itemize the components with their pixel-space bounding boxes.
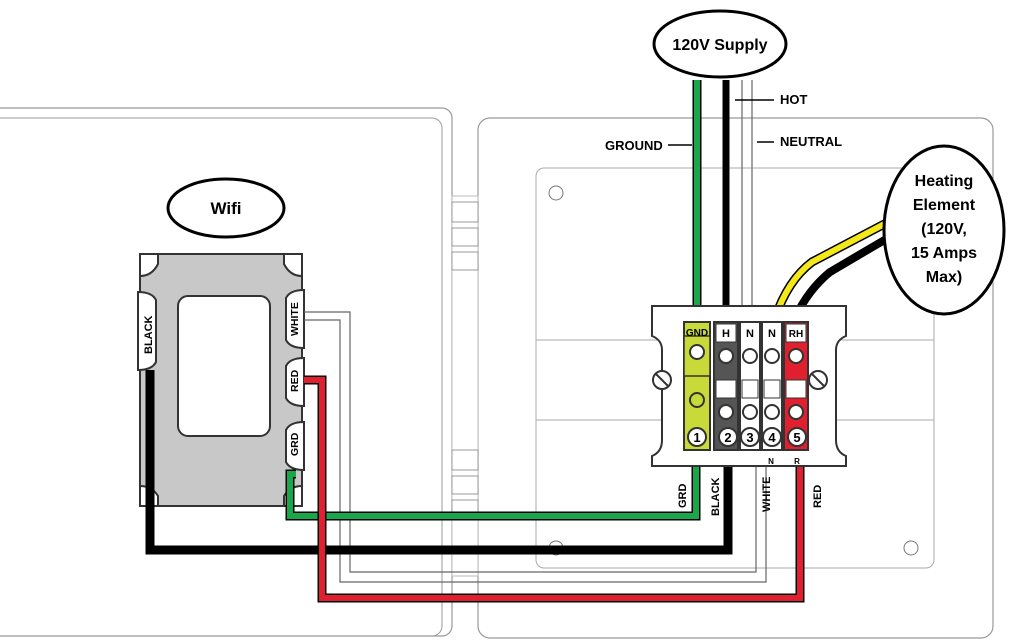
terminal-top-rh: RH <box>789 329 803 340</box>
bottom-label-black: BLACK <box>710 477 722 516</box>
wifi-callout-text: Wifi <box>210 199 241 218</box>
black-thermostat-wire <box>145 370 733 555</box>
thermostat-label-red: RED <box>289 369 301 392</box>
mount-hole-br <box>903 540 919 556</box>
terminal-numbers <box>687 427 807 447</box>
terminal-tab-grd <box>285 420 305 472</box>
thermostat-label-black: BLACK <box>143 315 155 354</box>
terminal-num-1: 1 <box>693 430 700 445</box>
bottom-label-grd: GRD <box>677 484 689 509</box>
red-thermostat-wire-fill <box>304 377 803 601</box>
supply-callout <box>652 9 788 79</box>
terminal-top-n2: N <box>768 328 776 340</box>
ground-label: GROUND <box>605 138 663 153</box>
terminal-top-n1: N <box>746 328 754 340</box>
thermostat-label-grd: GRD <box>289 432 301 456</box>
left-enclosure-inner <box>0 117 443 637</box>
neutral-supply-wire <box>741 80 753 330</box>
bottom-label-white: WHITE <box>761 477 773 512</box>
terminal-tab-black <box>137 290 157 372</box>
bottom-label-red: RED <box>812 485 824 508</box>
terminal-col-3 <box>739 321 761 451</box>
heater-callout-line2: Element <box>913 197 976 214</box>
wifi-callout <box>166 177 286 239</box>
terminal-tab-red <box>285 356 305 408</box>
terminal-col-4 <box>761 321 783 451</box>
hinges <box>451 201 479 519</box>
terminal-top-h: H <box>722 328 730 340</box>
white-wire-thermostat <box>304 311 767 583</box>
terminal-bottom-r: R <box>794 457 800 466</box>
ground-thermostat-wire-fill <box>287 452 699 519</box>
terminal-num-2: 2 <box>724 430 731 445</box>
terminal-top-gnd: GND <box>686 328 708 339</box>
hot-label: HOT <box>780 92 808 107</box>
mount-hole-tl <box>548 185 564 201</box>
heater-callout-line1: Heating <box>915 173 974 190</box>
terminal-num-5: 5 <box>793 430 800 445</box>
terminal-bottom-n: N <box>768 457 774 466</box>
thermostat-display <box>177 295 271 437</box>
terminal-num-3: 3 <box>746 430 753 445</box>
terminal-num-4: 4 <box>768 430 776 445</box>
heater-callout-line5: Max) <box>926 269 962 286</box>
heater-callout-line3: (120V, <box>921 221 967 238</box>
heater-callout-line4: 15 Amps <box>911 245 977 262</box>
supply-callout-text: 120V Supply <box>672 37 767 54</box>
neutral-label: NEUTRAL <box>780 134 842 149</box>
terminal-tab-white <box>285 288 305 350</box>
thermostat-label-white: WHITE <box>289 302 301 336</box>
heater-callout <box>882 144 1006 316</box>
